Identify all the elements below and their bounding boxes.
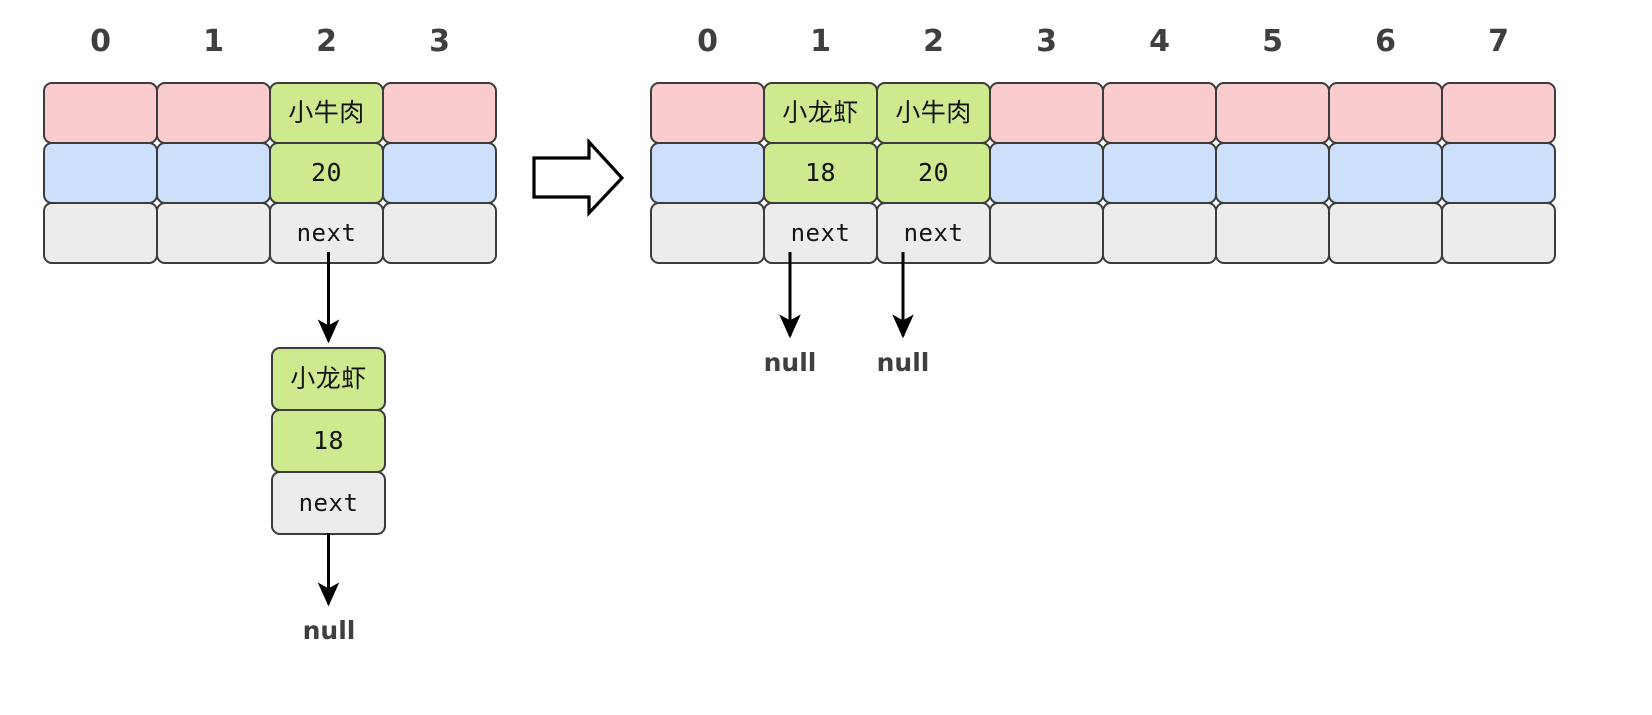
right-col-header-3: 3 [1036, 24, 1057, 59]
cell-value-1: 18 [762, 141, 879, 204]
cell-next-2-text: next [903, 218, 964, 247]
cell-next-2: next [875, 201, 992, 264]
cell-next-0 [42, 201, 159, 264]
node-next-cell: next [270, 470, 387, 535]
before-column-0 [42, 81, 159, 264]
before-column-3 [381, 81, 498, 264]
before-column-2: 小牛肉 20 next [268, 81, 385, 264]
cell-value-3 [988, 141, 1105, 204]
after-column-5 [1214, 81, 1331, 264]
node-next-text: next [298, 488, 359, 517]
cell-key-3 [988, 81, 1105, 144]
right-col-header-5: 5 [1262, 24, 1283, 59]
cell-key-1-text: 小龙虾 [782, 98, 859, 128]
after-column-4 [1101, 81, 1218, 264]
cell-key-1: 小龙虾 [762, 81, 879, 144]
left-col-header-0: 0 [90, 24, 111, 59]
cell-value-0 [649, 141, 766, 204]
cell-next-1 [155, 201, 272, 264]
cell-key-2-text: 小牛肉 [288, 98, 365, 128]
cell-key-4 [1101, 81, 1218, 144]
right-col-header-4: 4 [1149, 24, 1170, 59]
node-value-cell: 18 [270, 408, 387, 473]
cell-value-7 [1440, 141, 1557, 204]
left-col-header-3: 3 [429, 24, 450, 59]
cell-next-7 [1440, 201, 1557, 264]
right-col-header-1: 1 [810, 24, 831, 59]
cell-value-6 [1327, 141, 1444, 204]
cell-key-2: 小牛肉 [268, 81, 385, 144]
node-key-text: 小龙虾 [290, 364, 367, 394]
after-column-1: 小龙虾 18 next [762, 81, 879, 264]
cell-value-1-text: 18 [804, 158, 837, 188]
cell-next-3 [988, 201, 1105, 264]
cell-value-2: 20 [268, 141, 385, 204]
node-key-cell: 小龙虾 [270, 346, 387, 411]
cell-key-0 [42, 81, 159, 144]
cell-key-5 [1214, 81, 1331, 144]
cell-next-3 [381, 201, 498, 264]
cell-next-1-text: next [790, 218, 851, 247]
cell-next-4 [1101, 201, 1218, 264]
cell-next-5 [1214, 201, 1331, 264]
after-column-7 [1440, 81, 1557, 264]
cell-value-0 [42, 141, 159, 204]
cell-key-2: 小牛肉 [875, 81, 992, 144]
cell-value-2: 20 [875, 141, 992, 204]
after-column-6 [1327, 81, 1444, 264]
right-col-header-7: 7 [1488, 24, 1509, 59]
cell-value-1 [155, 141, 272, 204]
right-col-header-2: 2 [923, 24, 944, 59]
after-column-0 [649, 81, 766, 264]
cell-key-2-text: 小牛肉 [895, 98, 972, 128]
cell-key-3 [381, 81, 498, 144]
cell-value-4 [1101, 141, 1218, 204]
cell-next-6 [1327, 201, 1444, 264]
cell-value-3 [381, 141, 498, 204]
right-null-label-col1: null [763, 348, 817, 377]
cell-next-2: next [268, 201, 385, 264]
left-null-label: null [302, 616, 356, 645]
right-null-label-col2: null [876, 348, 930, 377]
before-table: 小牛肉 20 next [42, 81, 498, 264]
cell-value-2-text: 20 [917, 158, 950, 188]
left-col-header-2: 2 [316, 24, 337, 59]
cell-next-0 [649, 201, 766, 264]
cell-next-1: next [762, 201, 879, 264]
right-col-header-6: 6 [1375, 24, 1396, 59]
before-column-1 [155, 81, 272, 264]
cell-key-0 [649, 81, 766, 144]
node-value-text: 18 [312, 426, 345, 456]
cell-key-1 [155, 81, 272, 144]
after-column-3 [988, 81, 1105, 264]
cell-key-7 [1440, 81, 1557, 144]
cell-value-5 [1214, 141, 1331, 204]
chained-node: 小龙虾 18 next [270, 346, 387, 535]
cell-next-2-text: next [296, 218, 357, 247]
transform-block-arrow [532, 137, 625, 218]
cell-key-6 [1327, 81, 1444, 144]
after-table: 小龙虾 18 next 小牛肉 20 next [649, 81, 1557, 264]
cell-value-2-text: 20 [310, 158, 343, 188]
after-column-2: 小牛肉 20 next [875, 81, 992, 264]
right-col-header-0: 0 [697, 24, 718, 59]
left-col-header-1: 1 [203, 24, 224, 59]
